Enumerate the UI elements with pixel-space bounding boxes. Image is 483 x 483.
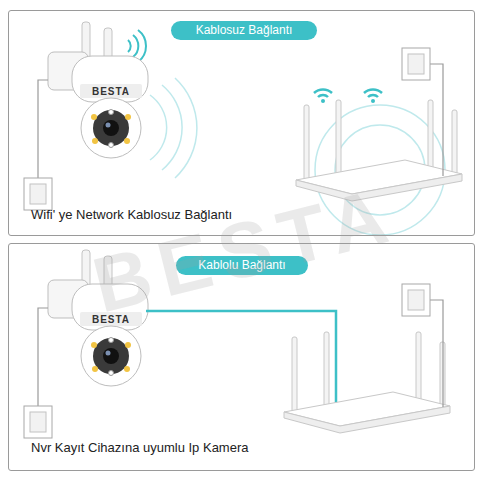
caption-text: Nvr Kayıt Cihazına uyumlu Ip Kamera: [31, 440, 248, 455]
camera-logo: BESTA: [92, 86, 130, 97]
pill-text: Kablosuz Bağlantı: [171, 21, 317, 39]
panel-box: Wifi' ye Network Kablosuz BağlantıKablos…: [8, 10, 475, 236]
title-pill: Kablosuz Bağlantı: [171, 21, 317, 40]
watermark: BESTA: [84, 169, 405, 332]
